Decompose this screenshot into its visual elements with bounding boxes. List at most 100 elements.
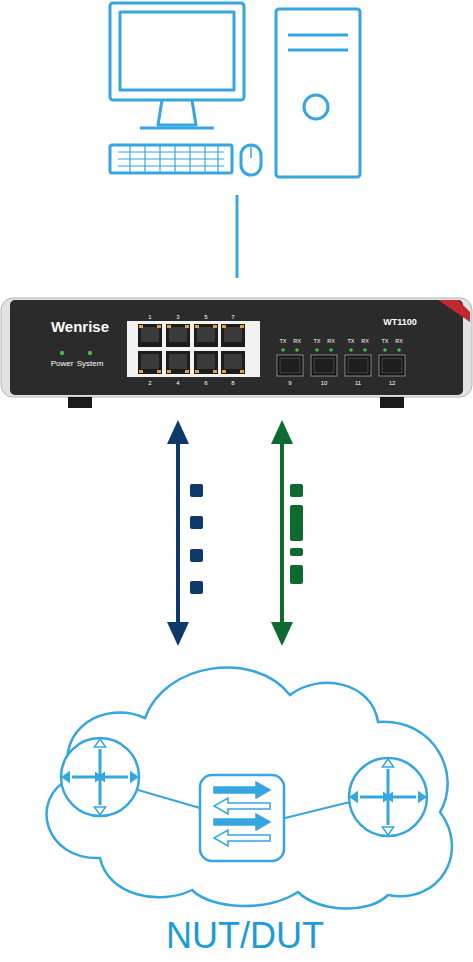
port-number: 8 — [231, 380, 234, 386]
monitor-stand — [158, 100, 196, 125]
packet — [190, 549, 203, 562]
rj45-port — [166, 351, 190, 374]
port-number: 2 — [148, 380, 151, 386]
device-foot — [68, 397, 92, 408]
port-number: 7 — [231, 314, 234, 320]
arrow-head — [349, 791, 358, 804]
sfp-led — [295, 348, 299, 352]
rj45-block — [127, 321, 260, 377]
arrow-head — [418, 791, 427, 804]
arrow-head — [61, 771, 70, 784]
arrow-shaft — [176, 442, 180, 624]
keyboard — [110, 145, 232, 173]
cloud-drawing — [30, 650, 460, 910]
rj45-port — [166, 324, 190, 347]
cloud-outline — [47, 667, 452, 908]
switch-arrow — [214, 782, 270, 798]
port-number: 1 — [148, 314, 151, 320]
rj45-port — [221, 351, 245, 374]
port-number: 6 — [204, 380, 207, 386]
arrow-head — [94, 807, 105, 815]
sfp-cage — [379, 355, 405, 376]
port-led — [157, 325, 161, 328]
status-led — [88, 351, 92, 355]
mouse — [241, 145, 261, 175]
switch-arrow — [214, 830, 270, 846]
switch-arrow — [214, 798, 270, 814]
port-number: 4 — [176, 380, 179, 386]
port-led — [195, 325, 199, 328]
packet — [290, 484, 303, 497]
arrow-head — [97, 771, 105, 782]
sfp-cage — [311, 355, 337, 376]
packet — [290, 565, 303, 584]
led-label: TX — [347, 339, 354, 345]
led-label: Power — [51, 360, 74, 368]
port-number: 5 — [204, 314, 207, 320]
switch-symbol — [200, 775, 284, 861]
switch-arrow — [214, 814, 270, 830]
tower-slots — [288, 35, 348, 50]
port-led — [222, 325, 226, 328]
led-label: RX — [327, 339, 335, 345]
arrow-head — [271, 420, 293, 444]
keyboard-keys — [118, 145, 224, 173]
port-led — [240, 370, 244, 373]
device-front-panel — [10, 300, 463, 395]
router-symbol — [349, 758, 427, 836]
sfp-led — [349, 348, 353, 352]
sfp-led — [315, 348, 319, 352]
network-cloud: NUT/DUT — [30, 650, 460, 910]
arrow-head — [94, 739, 105, 747]
switch-outline — [200, 775, 284, 861]
rj45-port — [221, 324, 245, 347]
port-led — [185, 325, 189, 328]
port-number: 9 — [288, 380, 291, 386]
test-appliance: WenriseWT1100PowerSystem13572468TXRXTXRX… — [0, 297, 473, 398]
tower-power-button — [304, 95, 328, 119]
computer-wire — [236, 195, 239, 278]
brand-logo: Wenrise — [51, 319, 109, 334]
led-label: RX — [361, 339, 369, 345]
rj45-opening — [224, 354, 242, 369]
sfp-slot — [314, 358, 334, 373]
router-cross — [72, 749, 128, 805]
port-number: 12 — [389, 380, 396, 386]
led-label: System — [77, 360, 104, 368]
arrow-shaft — [280, 442, 284, 624]
monitor-screen — [120, 12, 234, 90]
sfp-led — [329, 348, 333, 352]
port-number: 11 — [355, 380, 361, 386]
router-cross — [360, 769, 416, 825]
rj45-opening — [169, 327, 187, 342]
monitor — [110, 3, 244, 100]
sfp-cage — [345, 355, 371, 376]
router-outline — [349, 758, 427, 836]
led-label: TX — [279, 339, 286, 345]
rj45-opening — [197, 327, 215, 342]
port-led — [240, 325, 244, 328]
port-led — [167, 370, 171, 373]
rj45-opening — [141, 327, 159, 342]
sfp-slot — [348, 358, 368, 373]
sfp-led — [281, 348, 285, 352]
sfp-cage — [277, 355, 303, 376]
arrow-head — [130, 771, 139, 784]
device-casing — [1, 298, 472, 397]
arrow-head — [382, 759, 393, 767]
red-stripe — [438, 300, 470, 322]
port-led — [222, 370, 226, 373]
rj45-opening — [141, 354, 159, 369]
rj45-opening — [169, 354, 187, 369]
arrow-head — [167, 622, 189, 646]
packet — [290, 505, 303, 541]
port-led — [139, 370, 143, 373]
sfp-led — [363, 348, 367, 352]
port-led — [157, 370, 161, 373]
rj45-port — [138, 351, 162, 374]
sfp-slot — [382, 358, 402, 373]
appliance-drawing — [0, 297, 473, 398]
port-number: 10 — [321, 380, 328, 386]
arrow-head — [382, 827, 393, 835]
